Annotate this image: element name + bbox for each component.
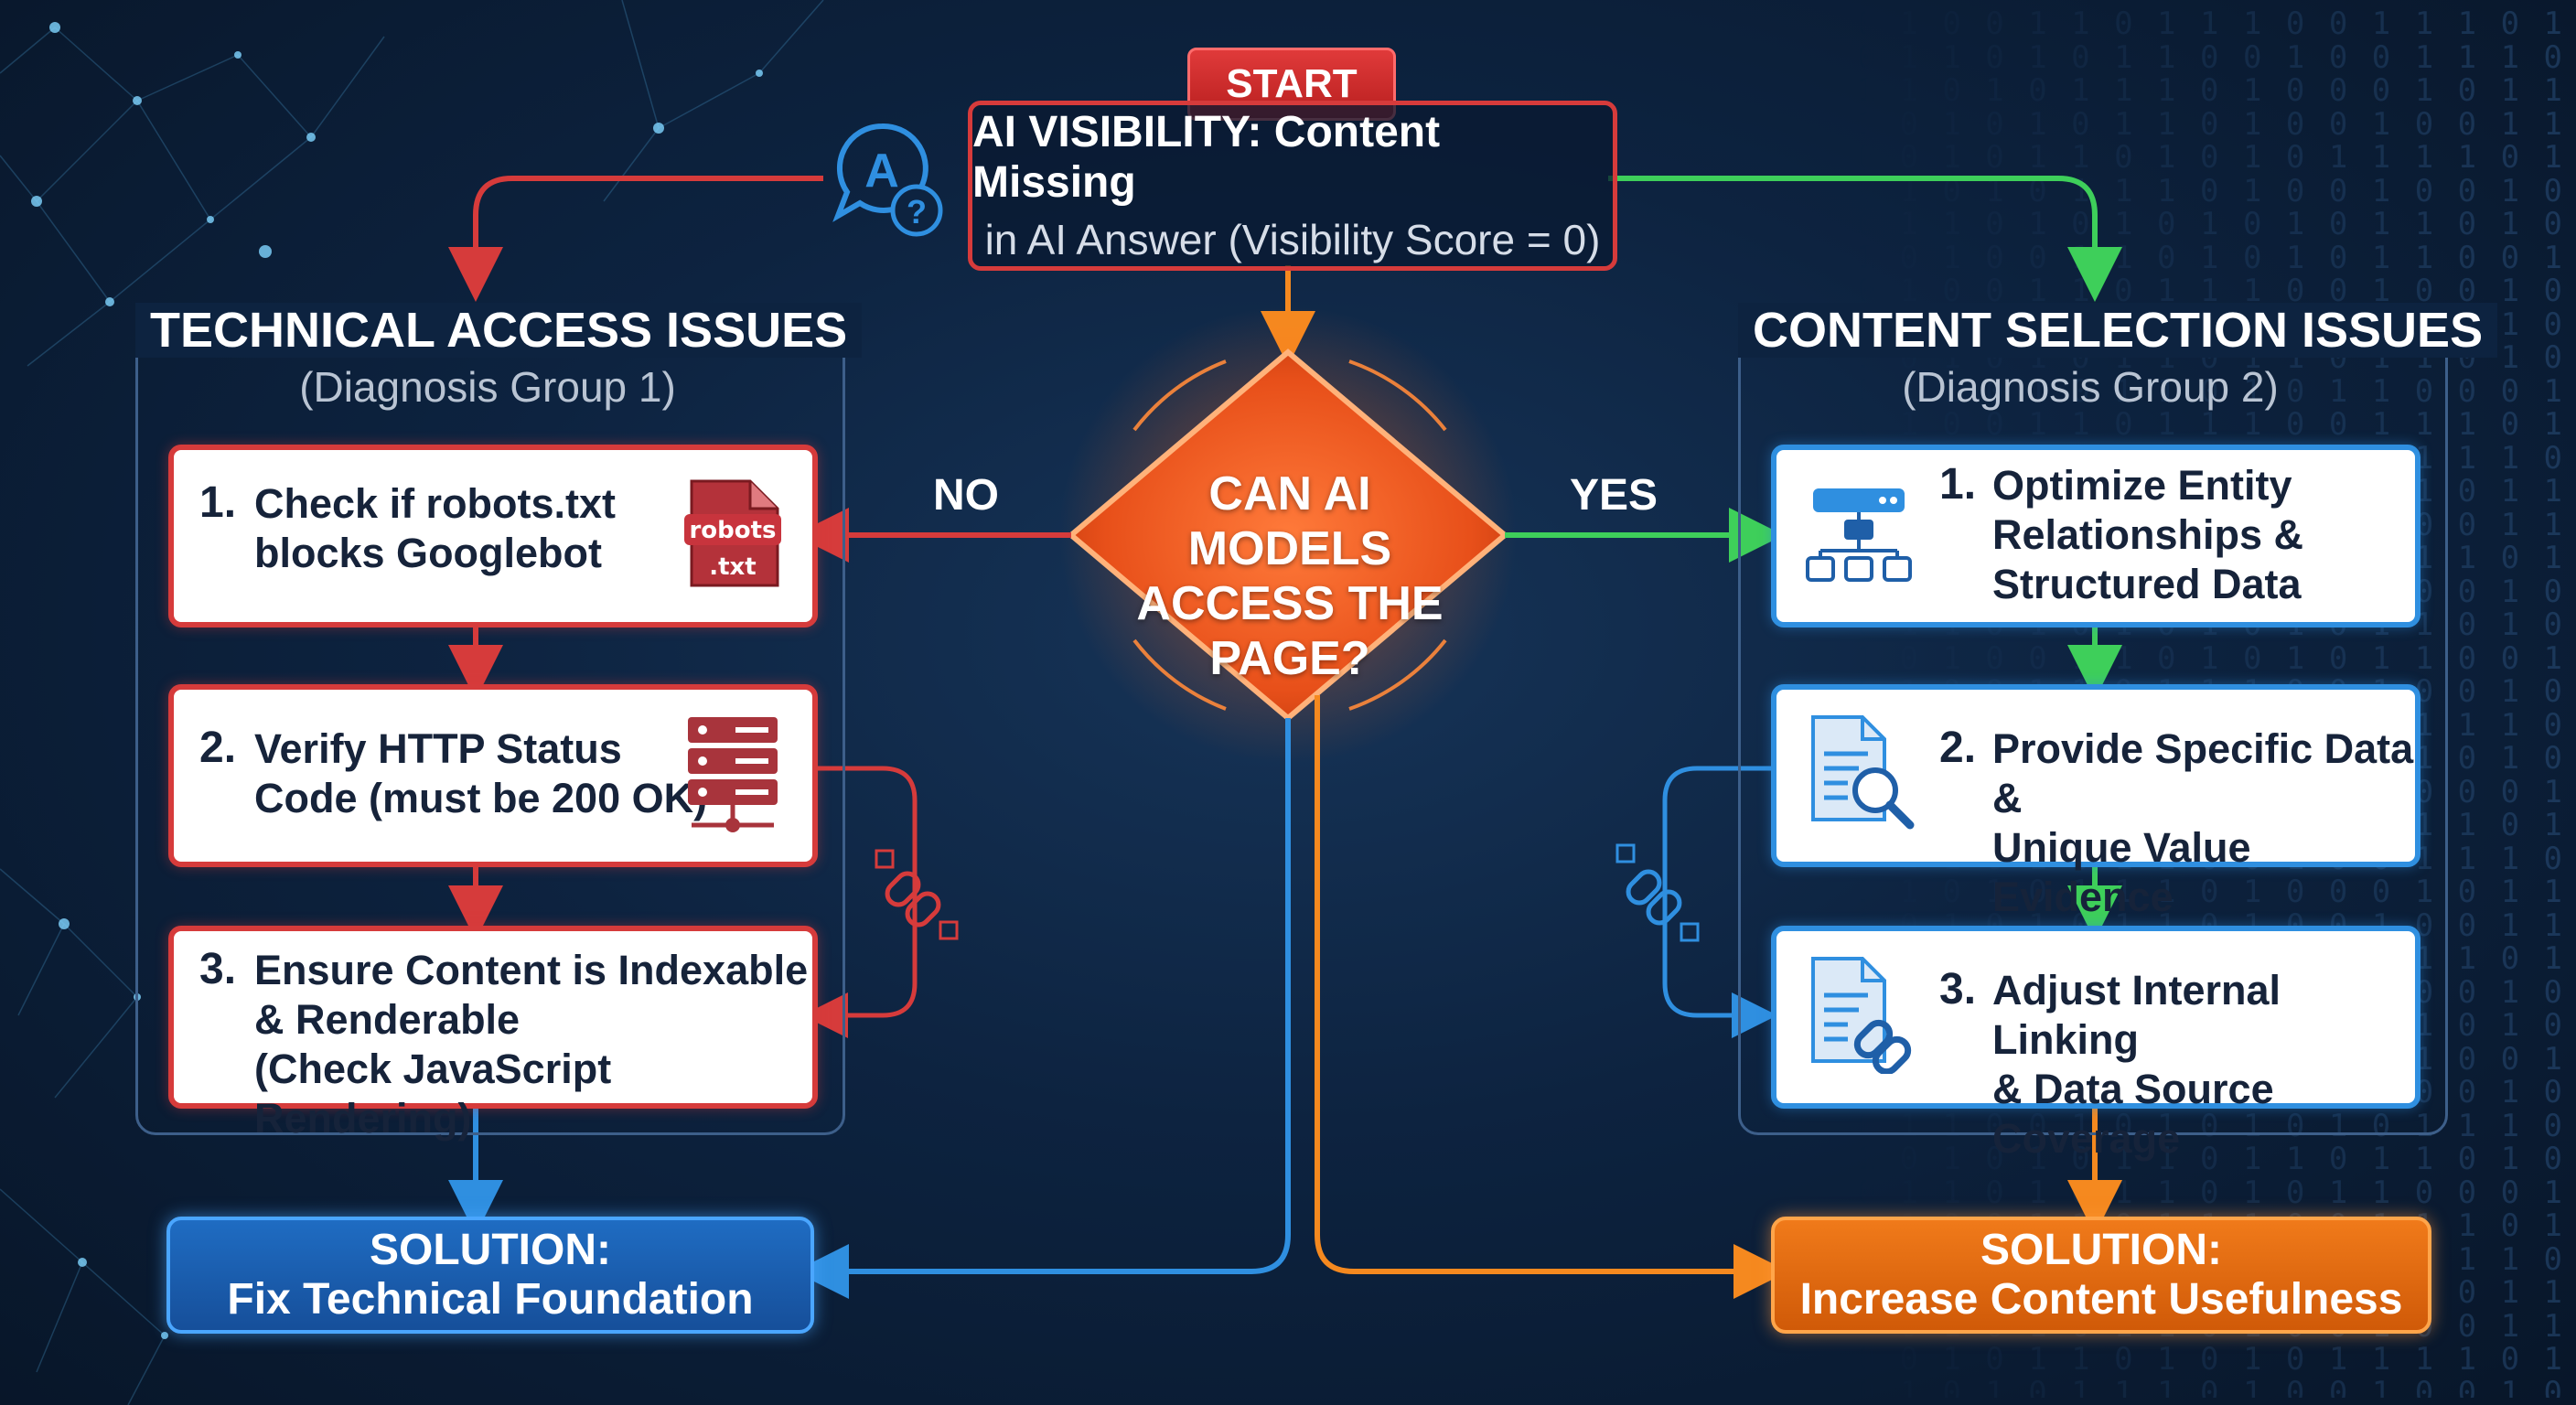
problem-title: AI VISIBILITY: Content Missing (972, 108, 1441, 207)
problem-subtitle: in AI Answer (Visibility Score = 0) (984, 216, 1601, 263)
solution-title: SOLUTION: (370, 1226, 611, 1274)
content-step-1: 1. Optimize Entity Relationships & Struc… (1771, 445, 2420, 627)
technical-group-subtitle: (Diagnosis Group 1) (299, 363, 676, 411)
step-number: 3. (1939, 965, 1977, 1014)
problem-statement-box: AI VISIBILITY: Content Missing in AI Ans… (968, 101, 1617, 271)
txt-file-label: .txt (709, 553, 757, 581)
solution-technical: SOLUTION: Fix Technical Foundation (166, 1217, 814, 1334)
ai-bubble-question: ? (907, 193, 927, 231)
solution-content: SOLUTION: Increase Content Usefulness (1771, 1217, 2431, 1334)
step-text: Adjust Internal Linking & Data Source Co… (1992, 967, 2281, 1162)
step-number: 1. (199, 478, 237, 527)
solution-text: Increase Content Usefulness (1799, 1275, 2403, 1324)
content-group-subtitle: (Diagnosis Group 2) (1902, 363, 2279, 411)
connector-start-to-content (1608, 176, 2122, 302)
server-icon (682, 713, 783, 838)
document-link-icon (1808, 955, 1917, 1076)
content-group-title: CONTENT SELECTION ISSUES (1738, 302, 2498, 359)
decision-line-1: CAN AI MODELS (1187, 467, 1392, 575)
document-search-icon (1808, 713, 1917, 832)
decision-line-3: PAGE? (1209, 632, 1370, 685)
ai-bubble-letter: A (864, 145, 899, 198)
robots-txt-file-icon: robots .txt (682, 477, 783, 591)
solution-text: Fix Technical Foundation (227, 1275, 754, 1324)
ai-question-bubble-icon: A ? (827, 115, 955, 243)
connector-decision-to-right-solution (1315, 695, 1788, 1299)
technical-step-3: 3. Ensure Content is Indexable & Rendera… (168, 926, 818, 1142)
step-number: 2. (1939, 724, 1977, 772)
no-label: NO (933, 471, 999, 520)
step-text: Optimize Entity Relationships & Structur… (1992, 462, 2304, 607)
content-step-3: 3. Adjust Internal Linking & Data Source… (1771, 926, 2420, 1162)
step-text: Verify HTTP Status Code (must be 200 OK) (254, 725, 708, 821)
hierarchy-icon (1804, 483, 1914, 584)
yes-label: YES (1570, 471, 1658, 520)
decision-line-2: ACCESS THE (1136, 577, 1444, 630)
connector-start-to-technical (448, 176, 823, 302)
step-number: 1. (1939, 460, 1977, 509)
content-step-2: 2. Provide Specific Data & Unique Value … (1771, 684, 2420, 920)
decision-question: CAN AI MODELS ACCESS THE PAGE? (1107, 467, 1473, 686)
chain-link-icon (1615, 843, 1700, 942)
decision-orbit-arrows (1132, 359, 1447, 711)
step-number: 2. (199, 724, 237, 772)
step-text: Ensure Content is Indexable & Renderable… (254, 947, 809, 1142)
technical-step-1: 1. Check if robots.txt blocks Googlebot … (168, 445, 818, 627)
technical-group-title: TECHNICAL ACCESS ISSUES (135, 302, 863, 359)
technical-step-2: 2. Verify HTTP Status Code (must be 200 … (168, 684, 818, 867)
connector-decision-to-left-solution (794, 718, 1291, 1299)
step-text: Check if robots.txt blocks Googlebot (254, 480, 617, 576)
step-number: 3. (199, 945, 237, 993)
robots-file-label: robots (689, 517, 776, 544)
chain-link-icon (875, 849, 959, 940)
step-text: Provide Specific Data & Unique Value Evi… (1992, 725, 2414, 920)
solution-title: SOLUTION: (1980, 1226, 2222, 1274)
